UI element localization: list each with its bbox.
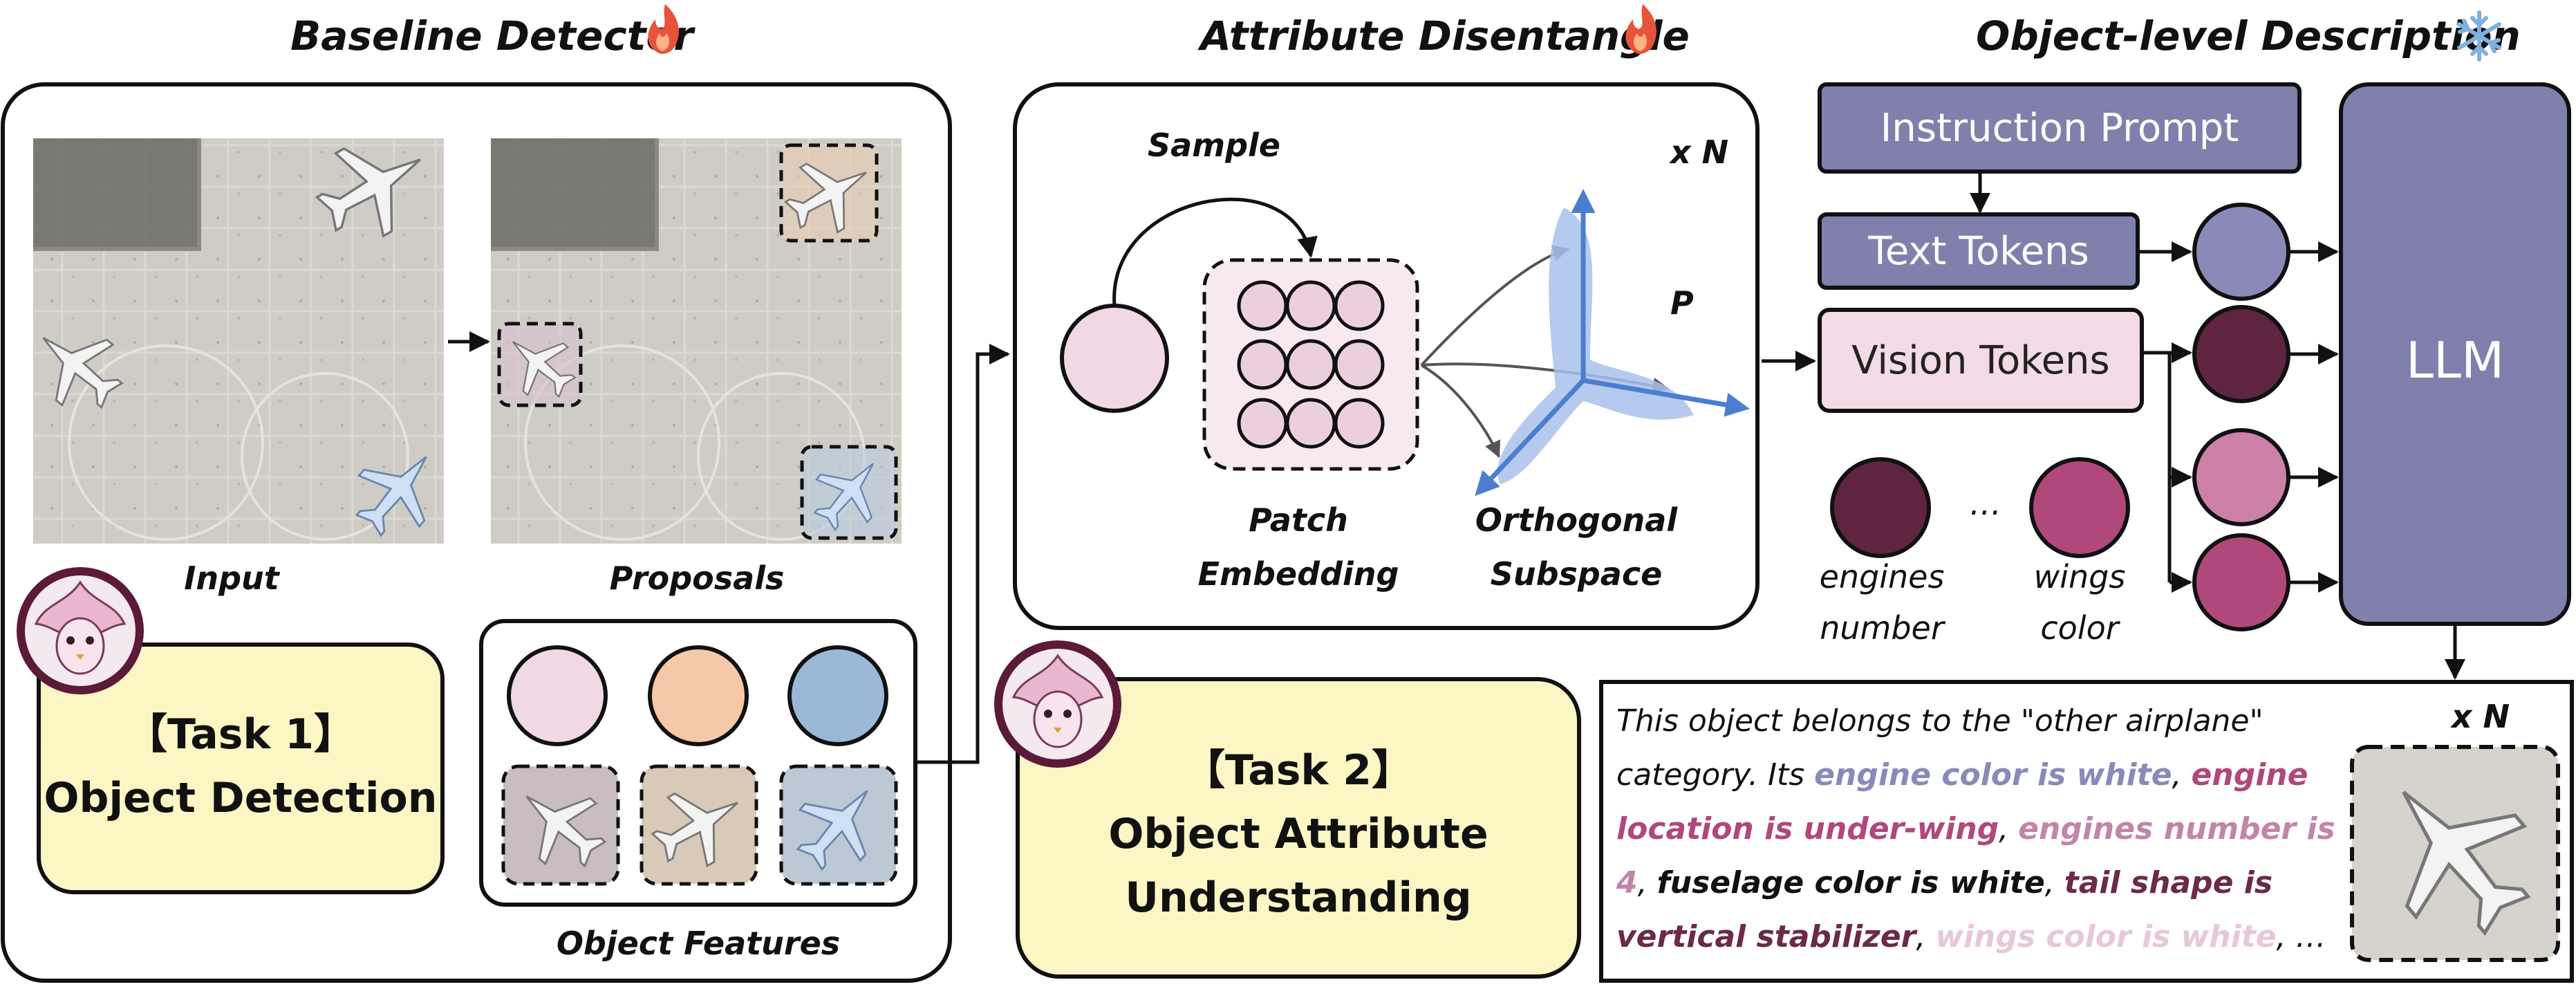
token-attr-1 [2192,428,2290,526]
fire-icon [648,4,679,54]
task1-subtitle: Object Detection [44,774,438,822]
snowflake-icon [2457,10,2501,62]
task1-title: 【Task 1】 [126,710,355,759]
feature-patch-3 [779,764,898,886]
arrow-features-to-disentangle [915,344,1010,764]
description-part-3: engines number is 4 [1616,811,2335,900]
patch-label-line2: Embedding [1198,555,1399,593]
repeat-label: x N [1669,133,1728,171]
attribute-disentangle-title: Attribute Disentangle [1197,12,1690,59]
attribute-wings-line2: color [2040,609,2120,647]
description-sep-2: , [1999,811,2019,847]
ortho-label-line1: Orthogonal [1475,501,1678,539]
task2-subtitle-line2: Understanding [1125,874,1471,922]
task1-box [37,643,445,894]
task2-box [1016,677,1581,979]
proposals-image [491,138,902,544]
description-sep-4: , [2044,865,2064,900]
instruction-prompt-text: Instruction Prompt [1880,106,2239,151]
object-level-description-header: Object-level Description [1976,10,2521,62]
output-description-text: This object belongs to the "other airpla… [1616,694,2346,964]
attribute-token-wings [2029,457,2130,558]
attribute-engines-line2: number [1820,609,1946,647]
output-repeat-label: x N [2450,698,2510,735]
token-attr-2 [2192,533,2290,631]
attribute-wings-line1: wings [2034,558,2126,595]
feature-circle-blue [787,645,888,746]
task2-subtitle-line1: Object Attribute [1108,810,1488,858]
input-image [17,117,445,544]
description-part-1: engine color is white [1814,757,2172,793]
description-part-2: engine location is under-wing [1616,757,2308,847]
output-description-text-area: This object belongs to the "other airpla… [1616,694,2346,964]
vision-tokens-text: Vision Tokens [1851,338,2109,383]
sample-label: Sample [1148,127,1280,164]
description-part-5: tail shape is vertical stabilizer [1616,865,2273,954]
mascot-icon [17,567,144,694]
description-sep-5: , [1916,919,1936,954]
token-vision [2192,305,2290,403]
instruction-prompt-box [1818,82,2302,174]
sample-arrow [1112,197,1318,306]
task2-title: 【Task 2】 [1184,746,1413,795]
description-part-0: This object belongs to the "other airpla… [1616,703,2264,793]
attribute-ellipsis: … [1970,485,2001,522]
description-sep-3: , [1637,865,1657,900]
sample-circle [1060,304,1169,413]
description-sep-1: , [2172,757,2192,793]
projection-p-label: P [1670,284,1694,322]
output-object-patch [2350,745,2561,962]
feature-circle-pink [507,645,608,746]
proposals-label: Proposals [610,560,785,597]
input-label: Input [184,560,281,597]
attribute-token-engines [1830,457,1931,558]
object-level-description-title: Object-level Description [1976,12,2521,59]
vision-tokens-box [1818,308,2144,413]
ortho-label-line2: Subspace [1491,555,1663,593]
baseline-detector-title: Baseline Detector [290,12,696,59]
feature-patch-2 [640,764,758,886]
patch-label-line1: Patch [1249,501,1348,539]
llm-text: LLM [2406,331,2504,389]
object-features-label: Object Features [557,925,840,962]
baseline-detector-header: Baseline Detector [290,4,696,59]
fire-icon [1625,4,1656,54]
attribute-engines-line1: engines [1820,558,1945,595]
token-text [2192,203,2290,301]
mascot-icon [994,640,1121,768]
baseline-detector-panel [1,82,952,983]
patch-embedding-grid [1202,258,1419,471]
attribute-disentangle-header: Attribute Disentangle [1197,4,1690,59]
orthogonal-subspace [1475,189,1750,497]
description-part-4: fuselage color is white [1656,865,2045,900]
description-part-6: wings color is white [1935,919,2277,954]
feature-circle-orange [648,645,749,746]
attribute-disentangle-panel [1013,82,1760,630]
feature-patch-1 [500,764,622,886]
description-sep-6: , … [2276,919,2326,954]
text-tokens-text: Text Tokens [1867,229,2089,274]
